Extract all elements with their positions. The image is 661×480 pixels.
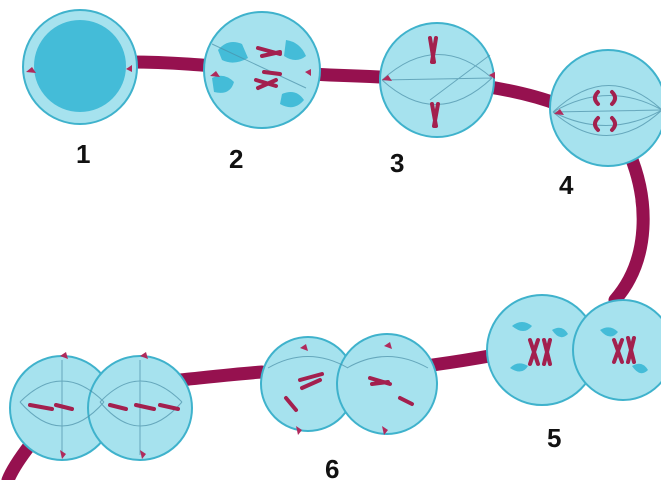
- cell-stage-4: [549, 49, 661, 167]
- centrosome: [210, 71, 220, 77]
- centrosome: [126, 65, 132, 72]
- cell-stage-5: [486, 294, 661, 406]
- chromosomes: [254, 46, 282, 90]
- centrosome: [382, 426, 388, 435]
- centrosome: [384, 342, 392, 349]
- centrosome: [554, 109, 564, 115]
- cell-stage-7: [9, 352, 193, 461]
- centrosome: [296, 426, 302, 435]
- cell-stage-2: [203, 11, 321, 129]
- centrosome: [60, 450, 66, 459]
- stage-label-5: 5: [547, 423, 561, 453]
- stage-label-3: 3: [390, 148, 404, 178]
- cell-stage-3: [379, 22, 495, 138]
- centrosome: [305, 69, 311, 76]
- nucleus: [34, 20, 126, 112]
- stage-label-6: 6: [325, 454, 339, 480]
- centrosome: [26, 67, 36, 73]
- cell-stage-6: [260, 333, 438, 435]
- centrosome: [140, 450, 146, 459]
- stage-label-2: 2: [229, 144, 243, 174]
- centrosome: [60, 352, 68, 359]
- centrosome: [382, 75, 392, 81]
- centrosome: [140, 352, 148, 359]
- cell-stage-1: [22, 9, 138, 125]
- stage-label-4: 4: [559, 170, 574, 200]
- centrosome: [300, 344, 308, 351]
- stage-label-1: 1: [76, 139, 90, 169]
- centrosome: [489, 72, 495, 79]
